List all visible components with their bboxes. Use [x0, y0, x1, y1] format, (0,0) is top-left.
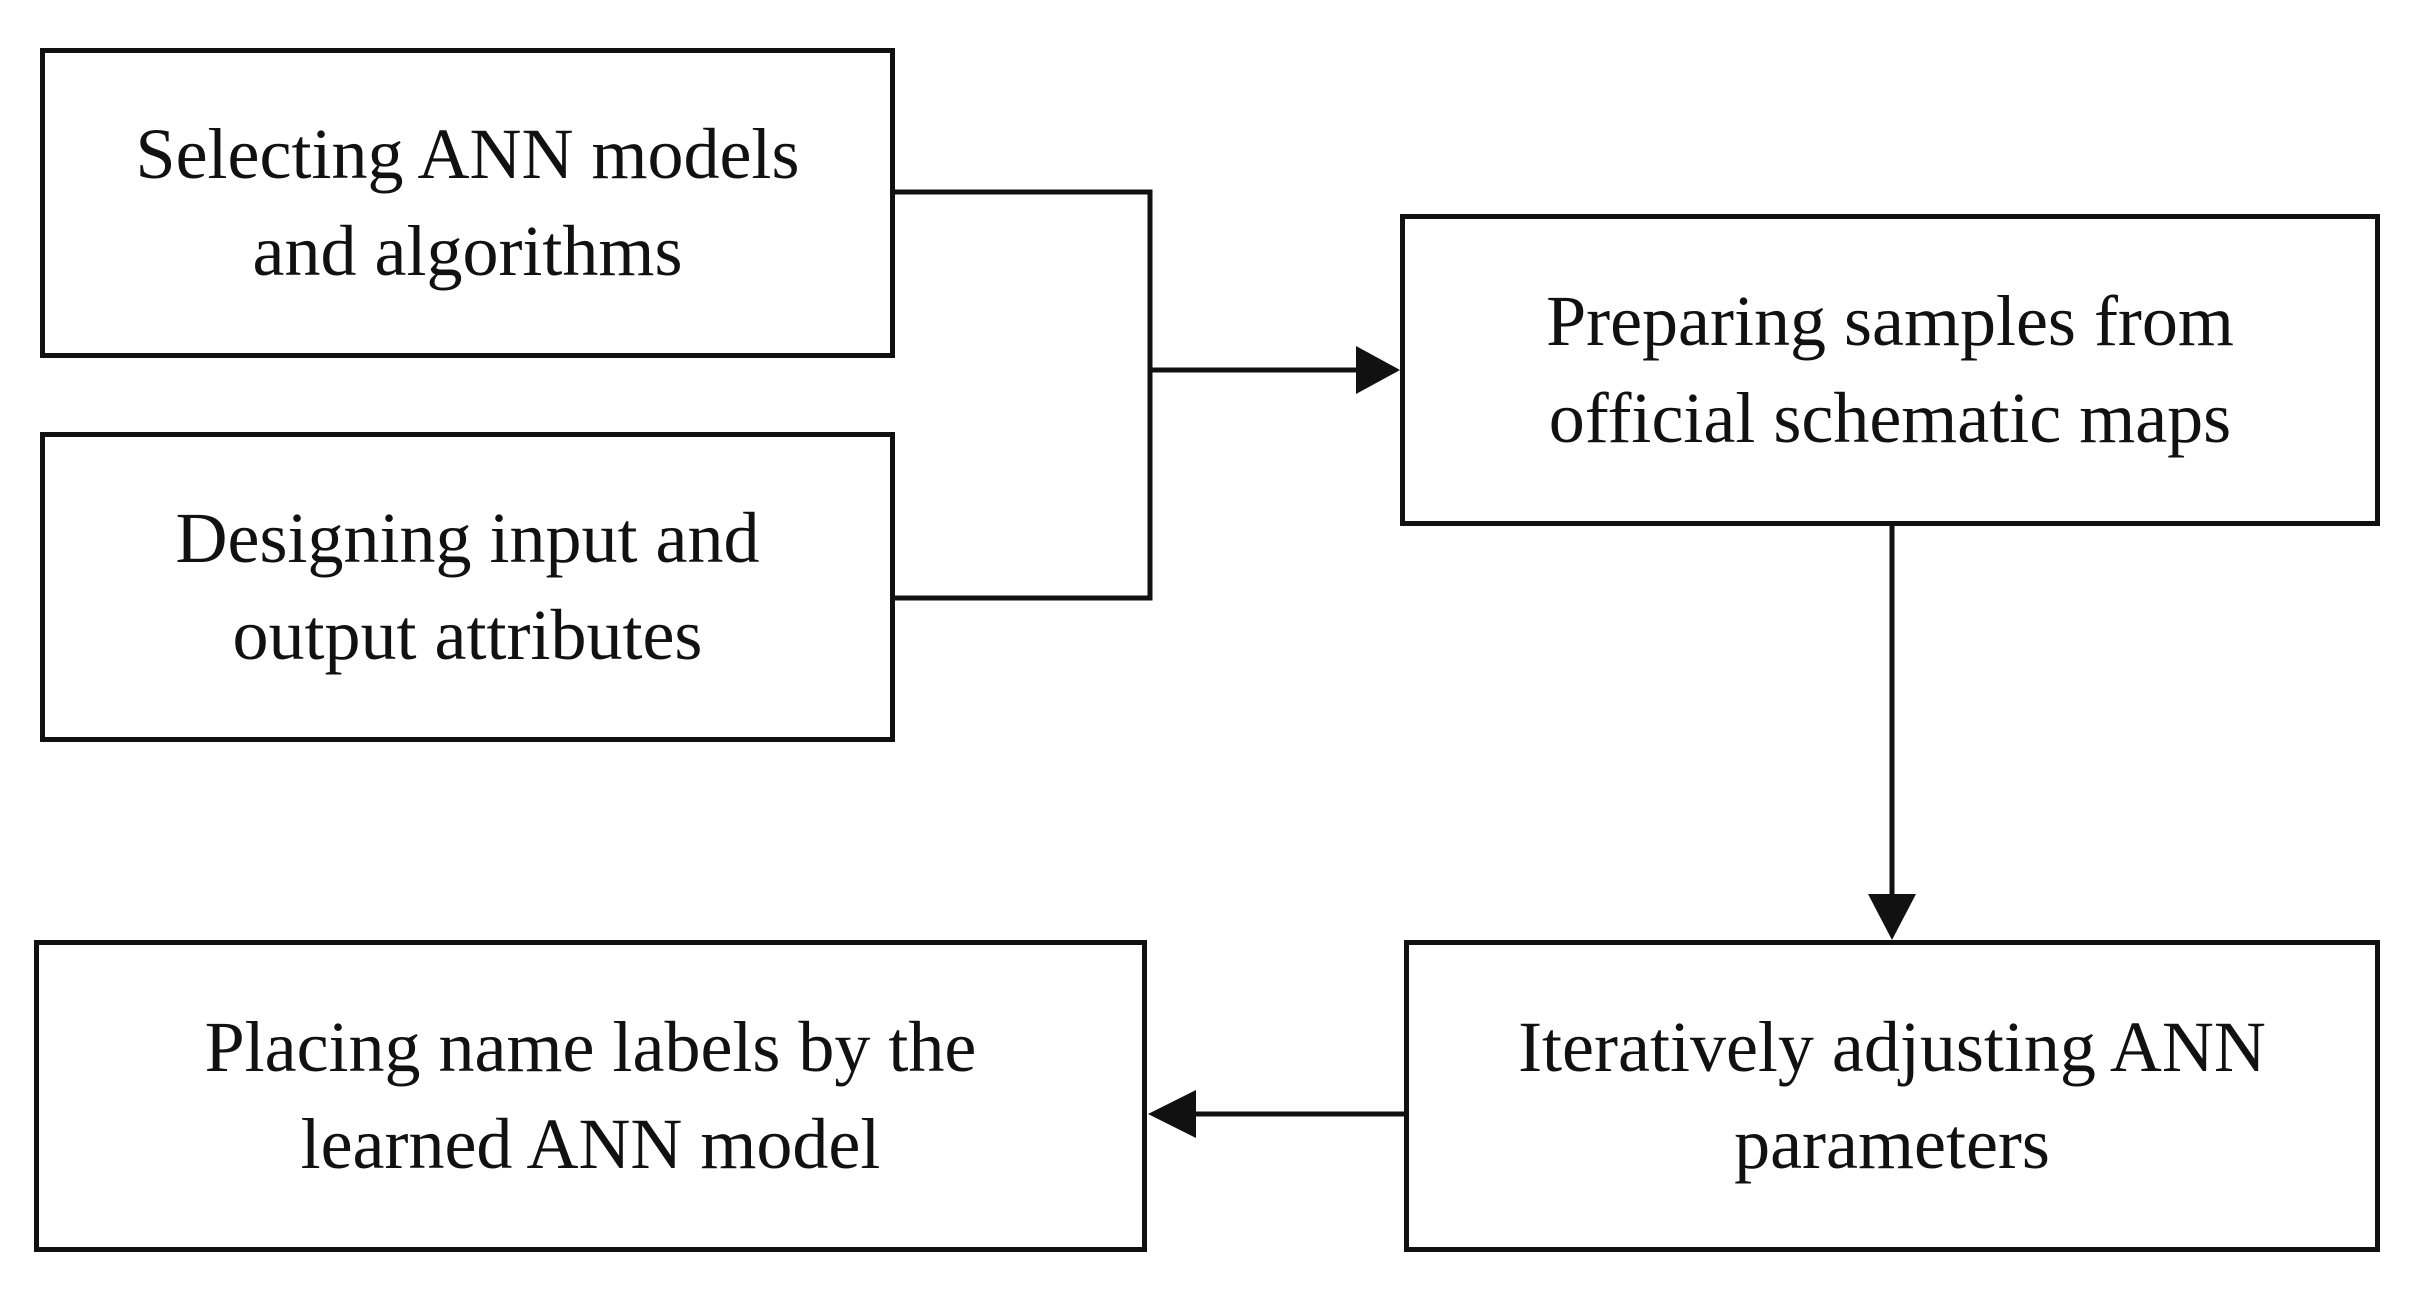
prepare-samples-box: Preparing samples from official schemati…: [1400, 214, 2380, 526]
arrowhead-left: [1148, 1090, 1196, 1138]
place-labels-box: Placing name labels by the learned ANN m…: [34, 940, 1147, 1252]
select-models-box: Selecting ANN models and algorithms: [40, 48, 895, 358]
arrowhead-right: [1356, 346, 1400, 394]
arrowhead-down: [1868, 894, 1916, 940]
design-attributes-text: Designing input and output attributes: [175, 498, 760, 675]
place-labels-text: Placing name labels by the learned ANN m…: [204, 1007, 977, 1184]
adjust-parameters-text: Iteratively adjusting ANN parameters: [1518, 1007, 2266, 1184]
bracket-connector: [892, 189, 1153, 601]
prepare-samples-text: Preparing samples from official schemati…: [1546, 281, 2234, 458]
design-attributes-box: Designing input and output attributes: [40, 432, 895, 742]
select-models-text: Selecting ANN models and algorithms: [135, 114, 800, 291]
adjust-parameters-box: Iteratively adjusting ANN parameters: [1404, 940, 2380, 1252]
